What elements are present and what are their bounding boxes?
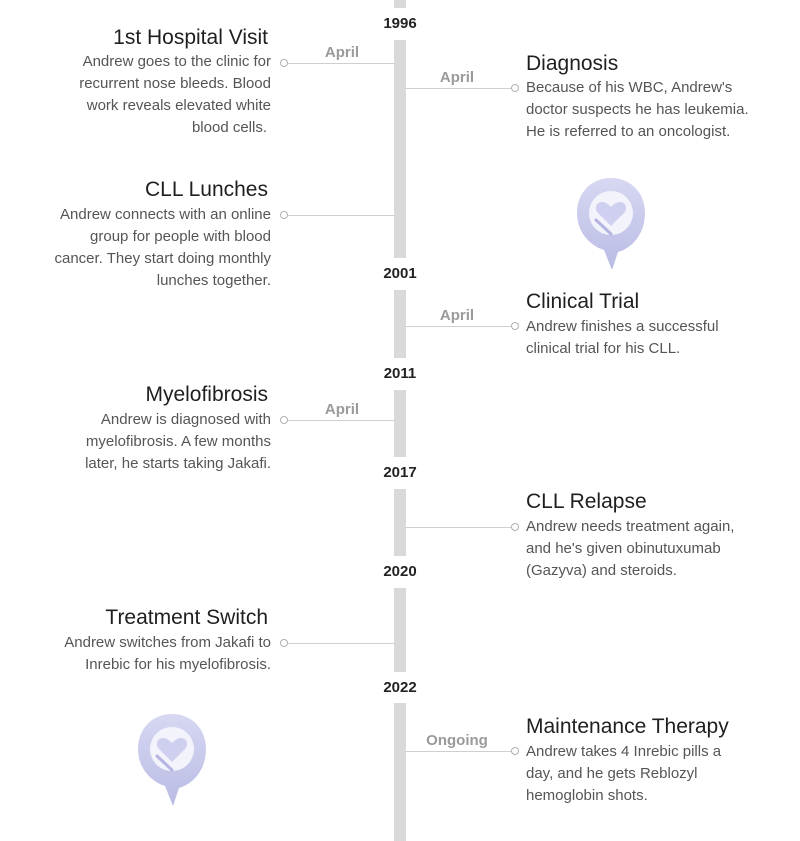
connector-line: [406, 326, 512, 327]
year-label: 2001: [383, 265, 417, 282]
heart-chat-bubble-logo-icon: [577, 178, 645, 270]
connector-line: [406, 751, 512, 752]
event-description: Andrew finishes a successful clinical tr…: [526, 316, 719, 360]
description-line: Andrew connects with an online: [60, 206, 271, 223]
year-label: 2017: [383, 464, 417, 481]
connector-dot: [511, 523, 519, 531]
timeline-spine-segment: [394, 0, 406, 8]
timeline-spine-segment: [394, 703, 406, 841]
connector-line: [288, 420, 394, 421]
description-line: work reveals elevated white: [86, 97, 271, 114]
event-description: Andrew switches from Jakafi to Inrebic f…: [64, 632, 271, 676]
event-title: Clinical Trial: [526, 290, 640, 313]
connector-dot: [511, 322, 519, 330]
timeline-spine-segment: [394, 588, 406, 672]
timeline-spine-segment: [394, 290, 406, 358]
description-line: myelofibrosis. A few months: [85, 433, 271, 450]
event-month: April: [439, 69, 475, 86]
event-title: Diagnosis: [526, 52, 619, 75]
connector-dot: [280, 211, 288, 219]
connector-dot: [280, 416, 288, 424]
event-title: 1st Hospital Visit: [113, 26, 268, 49]
description-line: day, and he gets Reblozyl: [526, 765, 698, 782]
event-description: Andrew goes to the clinic for recurrent …: [79, 51, 271, 139]
description-line: He is referred to an oncologist.: [526, 123, 731, 140]
description-line: cancer. They start doing monthly: [54, 250, 271, 267]
event-month: April: [324, 44, 360, 61]
connector-dot: [280, 639, 288, 647]
event-title: Maintenance Therapy: [526, 715, 729, 738]
timeline-spine-segment: [394, 390, 406, 457]
description-line: hemoglobin shots.: [526, 787, 648, 804]
connector-line: [288, 215, 394, 216]
year-label: 1996: [383, 15, 417, 32]
connector-line: [288, 643, 394, 644]
event-description: Andrew needs treatment again, and he's g…: [526, 516, 734, 582]
event-description: Because of his WBC, Andrew's doctor susp…: [526, 77, 749, 143]
connector-line: [406, 527, 512, 528]
description-line: blood cells.: [191, 119, 267, 136]
year-label: 2022: [383, 679, 417, 696]
event-title: Treatment Switch: [105, 606, 268, 629]
event-description: Andrew connects with an online group for…: [54, 204, 271, 292]
timeline-spine-segment: [394, 40, 406, 258]
description-line: (Gazyva) and steroids.: [526, 562, 677, 579]
description-line: Andrew is diagnosed with: [100, 411, 271, 428]
timeline-spine-segment: [394, 489, 406, 556]
description-line: Andrew takes 4 Inrebic pills a: [526, 743, 722, 760]
connector-dot: [511, 84, 519, 92]
heart-chat-bubble-logo-icon: [138, 714, 206, 806]
event-description: Andrew is diagnosed with myelofibrosis. …: [85, 409, 271, 475]
description-line: Andrew needs treatment again,: [526, 518, 735, 535]
year-label: 2011: [383, 365, 417, 382]
description-line: and he's given obinutuxumab: [526, 540, 721, 557]
event-month: Ongoing: [426, 732, 488, 749]
connector-dot: [280, 59, 288, 67]
description-line: Andrew switches from Jakafi to: [64, 634, 271, 651]
description-line: later, he starts taking Jakafi.: [85, 455, 271, 472]
event-title: CLL Relapse: [526, 490, 647, 513]
description-line: lunches together.: [156, 272, 271, 289]
connector-line: [406, 88, 512, 89]
description-line: group for people with blood: [90, 228, 271, 245]
description-line: Andrew finishes a successful: [526, 318, 719, 335]
event-title: Myelofibrosis: [145, 383, 268, 406]
description-line: Because of his WBC, Andrew's: [526, 79, 733, 96]
event-description: Andrew takes 4 Inrebic pills a day, and …: [526, 741, 721, 807]
connector-line: [288, 63, 394, 64]
event-month: April: [439, 307, 475, 324]
description-line: recurrent nose bleeds. Blood: [79, 75, 271, 92]
description-line: Inrebic for his myelofibrosis.: [85, 656, 271, 673]
description-line: clinical trial for his CLL.: [526, 340, 681, 357]
description-line: Andrew goes to the clinic for: [82, 53, 271, 70]
year-label: 2020: [383, 563, 417, 580]
event-month: April: [324, 401, 360, 418]
description-line: doctor suspects he has leukemia.: [526, 101, 749, 118]
event-title: CLL Lunches: [145, 178, 268, 201]
connector-dot: [511, 747, 519, 755]
